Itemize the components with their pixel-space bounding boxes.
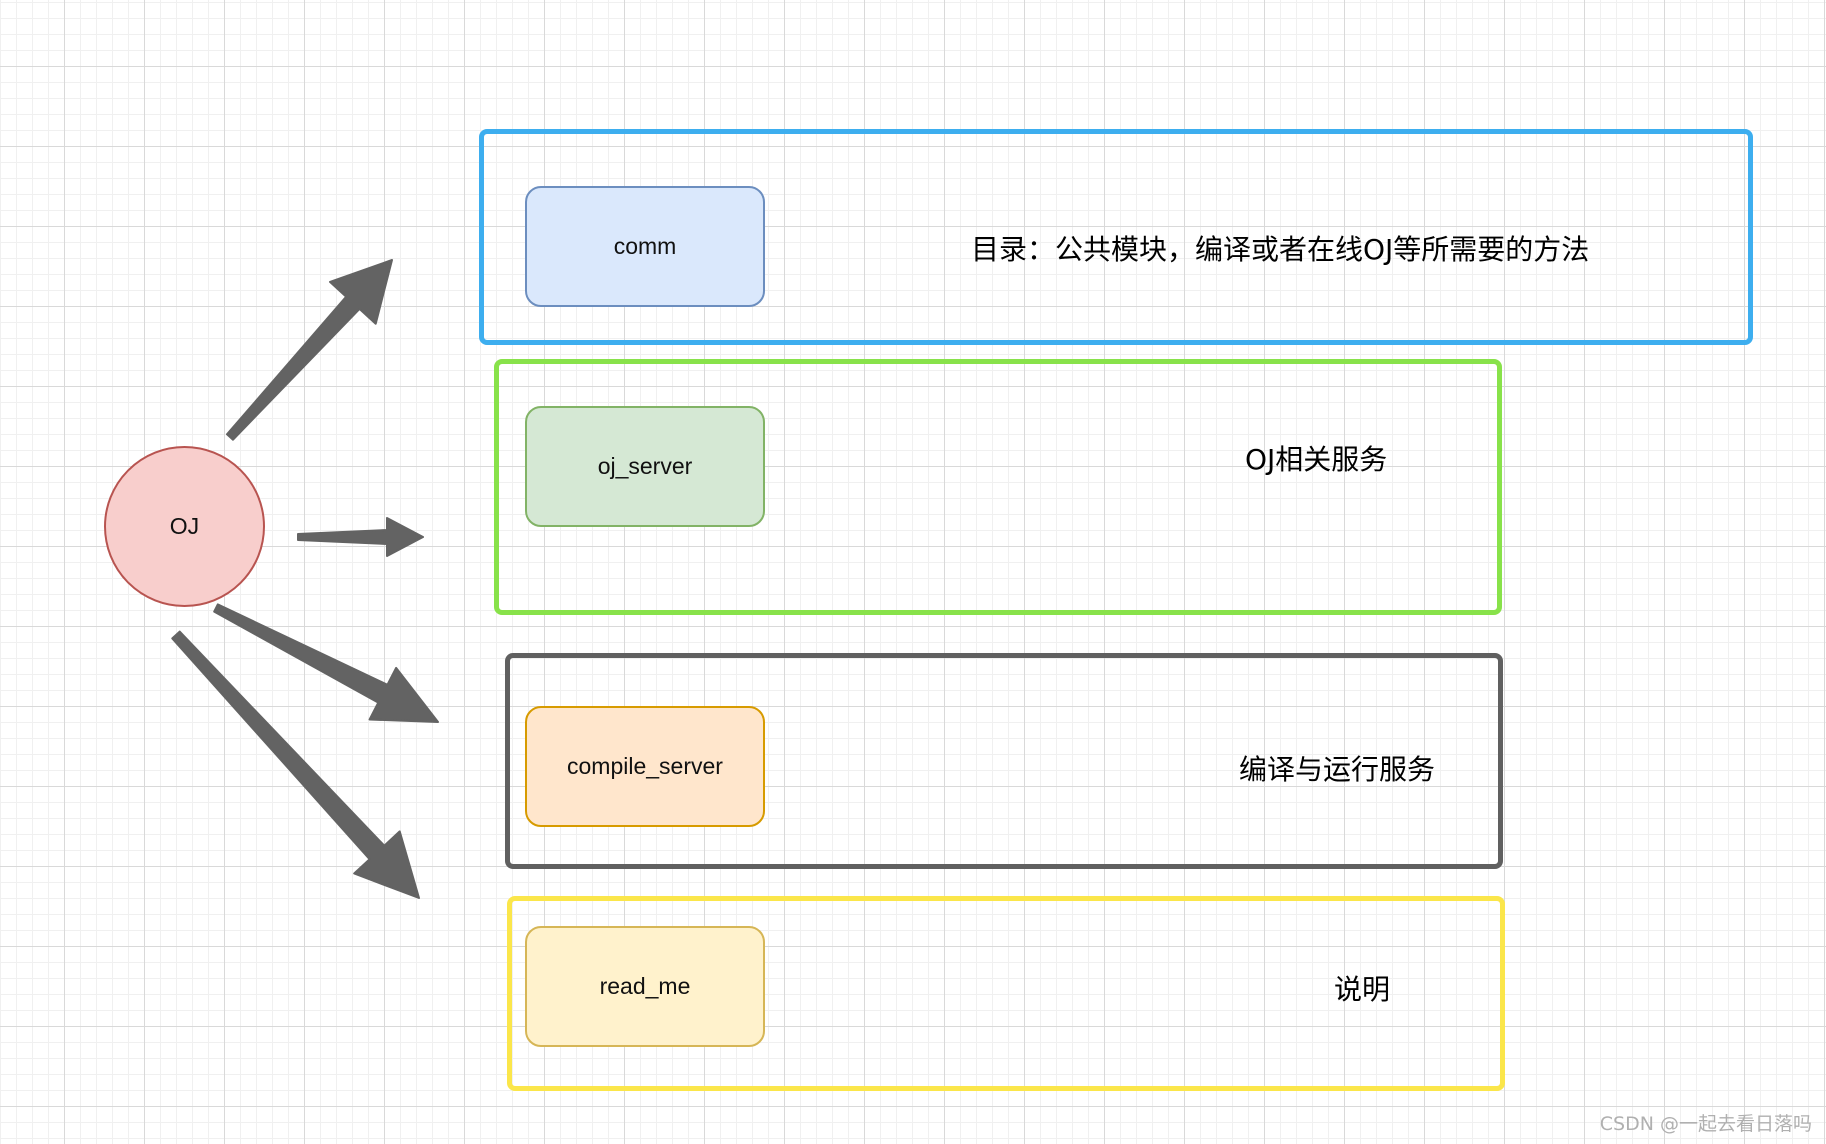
oj-root-label: OJ: [169, 513, 200, 539]
comm-group: [479, 129, 1753, 345]
arrow-to-read-me: [171, 630, 420, 899]
read-me-module[interactable]: read_me: [525, 926, 765, 1047]
compile-server-group: [505, 653, 1503, 869]
arrow-to-compile-server: [213, 603, 439, 723]
oj-server-module-label: oj_server: [597, 453, 693, 479]
oj-server-module[interactable]: oj_server: [525, 406, 765, 527]
comm-module[interactable]: comm: [525, 186, 765, 307]
read-me-group: [507, 896, 1505, 1091]
comm-description: 目录：公共模块，编译或者在线OJ等所需要的方法: [971, 233, 1590, 266]
compile-server-module-label: compile_server: [567, 753, 723, 779]
csdn-watermark: CSDN @一起去看日落吗: [1599, 1113, 1812, 1135]
compile-server-module[interactable]: compile_server: [525, 706, 765, 827]
oj-server-description: OJ相关服务: [1245, 443, 1388, 476]
arrow-to-oj-server: [297, 517, 424, 557]
arrow-to-comm: [226, 259, 393, 441]
read-me-module-label: read_me: [599, 973, 691, 999]
read-me-description: 说明: [1334, 973, 1391, 1006]
oj-root-node[interactable]: OJ: [104, 446, 265, 607]
oj-server-group: [494, 359, 1502, 615]
comm-module-label: comm: [613, 233, 677, 259]
compile-server-description: 编译与运行服务: [1239, 753, 1436, 786]
